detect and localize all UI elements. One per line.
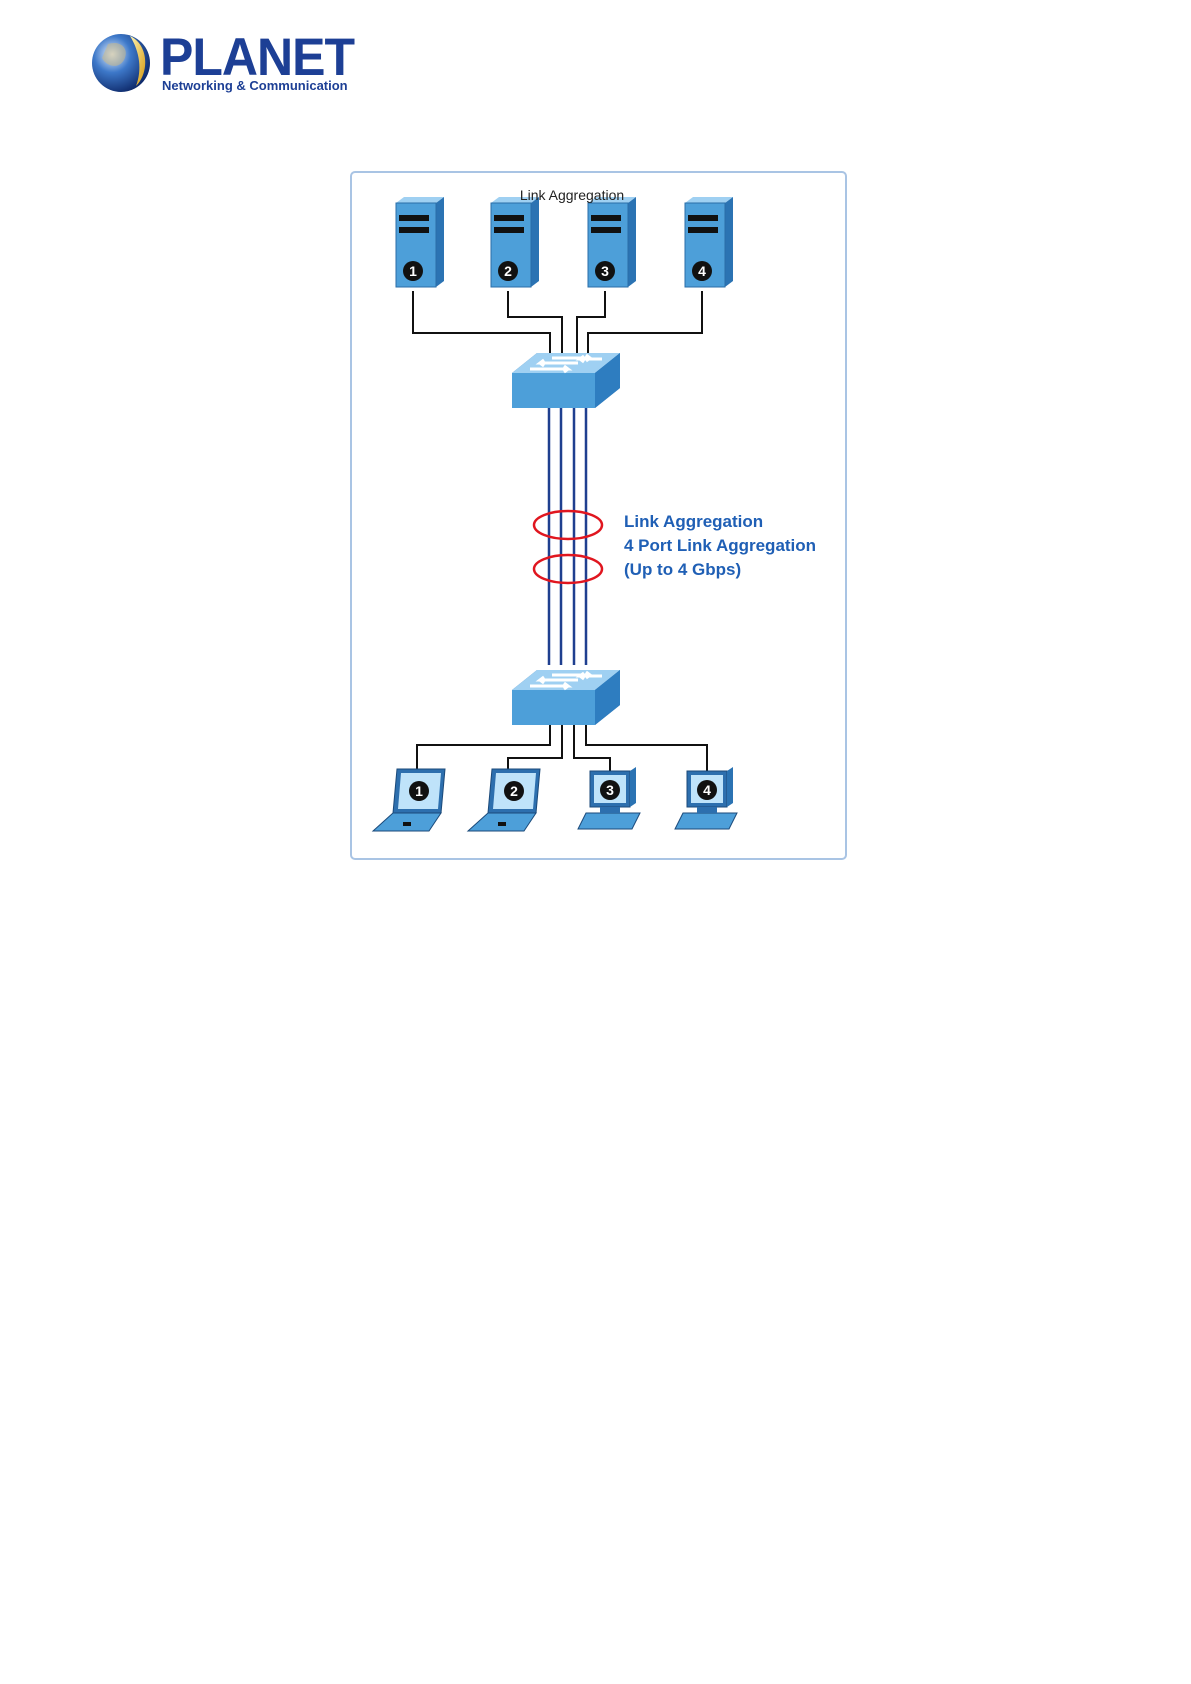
server-side [531, 197, 539, 287]
annotation-line-2: 4 Port Link Aggregation [624, 536, 816, 556]
server-1: 1 [396, 197, 444, 287]
server-side [725, 197, 733, 287]
server-drive-bay [688, 227, 718, 233]
client-4-wire [586, 725, 707, 771]
link-aggregation-figure: 1 2 3 4 1 2 3 4 Link Aggregation Link Aggregati… [350, 171, 847, 860]
client-3-desktop: 3 [578, 767, 640, 829]
server-drive-bay [591, 227, 621, 233]
planet-globe-icon [90, 30, 156, 96]
number-badge-label: 2 [504, 263, 512, 279]
server-drive-bay [399, 227, 429, 233]
number-badge-label: 4 [698, 263, 706, 279]
number-badge-label: 2 [510, 783, 518, 799]
top-switch [512, 353, 620, 408]
server-drive-bay [494, 215, 524, 221]
number-badge-label: 1 [415, 783, 423, 799]
annotation-line-1: Link Aggregation [624, 512, 763, 532]
client-2-laptop: 2 [468, 769, 540, 831]
server-4: 4 [685, 197, 733, 287]
server-top [685, 197, 733, 203]
number-badge-label: 3 [606, 782, 614, 798]
desktop-keyboard [578, 813, 640, 829]
switch-front [512, 690, 595, 725]
number-badge-label: 4 [703, 782, 711, 798]
monitor-stand [600, 807, 620, 813]
network-diagram: 1 2 3 4 1 2 3 4 [352, 173, 845, 858]
laptop-trackpad [403, 822, 411, 826]
desktop-keyboard [675, 813, 737, 829]
client-1-wire [417, 725, 550, 769]
server-drive-bay [494, 227, 524, 233]
server-side [628, 197, 636, 287]
server-2-wire [508, 291, 562, 358]
client-3-wire [574, 725, 610, 771]
server-2: 2 [491, 197, 539, 287]
laptop-trackpad [498, 822, 506, 826]
number-badge-label: 1 [409, 263, 417, 279]
client-4-desktop: 4 [675, 767, 737, 829]
logo-tagline: Networking & Communication [162, 78, 348, 93]
client-1-laptop: 1 [373, 769, 445, 831]
monitor-side [727, 767, 733, 807]
server-top [396, 197, 444, 203]
bottom-switch [512, 670, 620, 725]
number-badge-label: 3 [601, 263, 609, 279]
server-drive-bay [688, 215, 718, 221]
annotation-line-3: (Up to 4 Gbps) [624, 560, 741, 580]
aggregation-ring-lower [534, 555, 602, 583]
client-2-wire [508, 725, 562, 771]
server-1-wire [413, 291, 550, 358]
server-drive-bay [399, 215, 429, 221]
server-side [436, 197, 444, 287]
figure-title: Link Aggregation [482, 187, 662, 203]
planet-logo: PLANET Networking & Communication [90, 28, 350, 100]
aggregation-ring-upper [534, 511, 602, 539]
monitor-stand [697, 807, 717, 813]
switch-front [512, 373, 595, 408]
server-drive-bay [591, 215, 621, 221]
server-3: 3 [588, 197, 636, 287]
monitor-side [630, 767, 636, 807]
server-3-wire [577, 291, 605, 358]
